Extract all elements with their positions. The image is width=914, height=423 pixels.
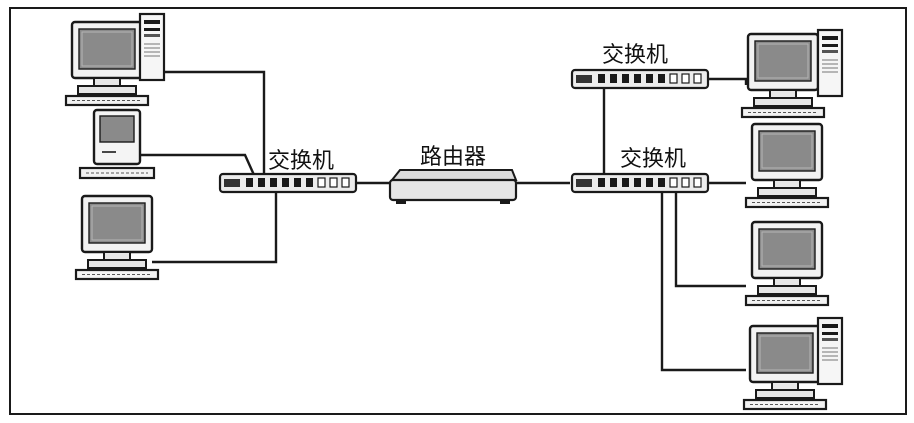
switch-right-bottom-label: 交换机	[620, 147, 686, 172]
computer-right-4	[742, 316, 844, 411]
switch-right-top	[570, 68, 710, 90]
monitor-icon	[74, 194, 160, 281]
monitor-icon	[744, 122, 830, 209]
diagram-frame	[9, 7, 907, 415]
router-top	[389, 169, 518, 181]
link-switch-bottom-pc-r4	[660, 191, 746, 372]
monitor-icon	[740, 32, 826, 119]
tower-icon	[138, 12, 166, 82]
link-pc1-switch-left	[165, 70, 266, 175]
tower-icon	[816, 28, 844, 98]
router	[388, 169, 518, 204]
switch-icon	[570, 172, 710, 194]
monitor-icon	[64, 20, 150, 107]
switch-right-top-label: 交换机	[602, 43, 668, 68]
link-switch-top-pc-tr	[707, 77, 748, 85]
link-mac-switch-left	[140, 153, 256, 176]
link-switch-bottom-pc-r3	[674, 191, 746, 288]
switch-left-label: 交换机	[268, 149, 334, 174]
switch-icon	[570, 68, 710, 90]
mac-computer-icon	[78, 108, 156, 180]
computer-left-1	[64, 12, 166, 107]
link-pc3-switch-left	[152, 191, 278, 264]
computer-right-1	[740, 28, 844, 119]
router-label: 路由器	[420, 145, 486, 170]
monitor-icon	[742, 324, 828, 411]
computer-left-mac	[78, 108, 156, 180]
switch-icon	[218, 172, 358, 194]
computer-right-2	[744, 122, 830, 209]
computer-left-3	[74, 194, 160, 281]
switch-right-bottom	[570, 172, 710, 194]
tower-icon	[816, 316, 844, 386]
computer-right-3	[744, 220, 830, 307]
switch-left	[218, 172, 358, 194]
monitor-icon	[744, 220, 830, 307]
router-icon	[388, 178, 518, 202]
